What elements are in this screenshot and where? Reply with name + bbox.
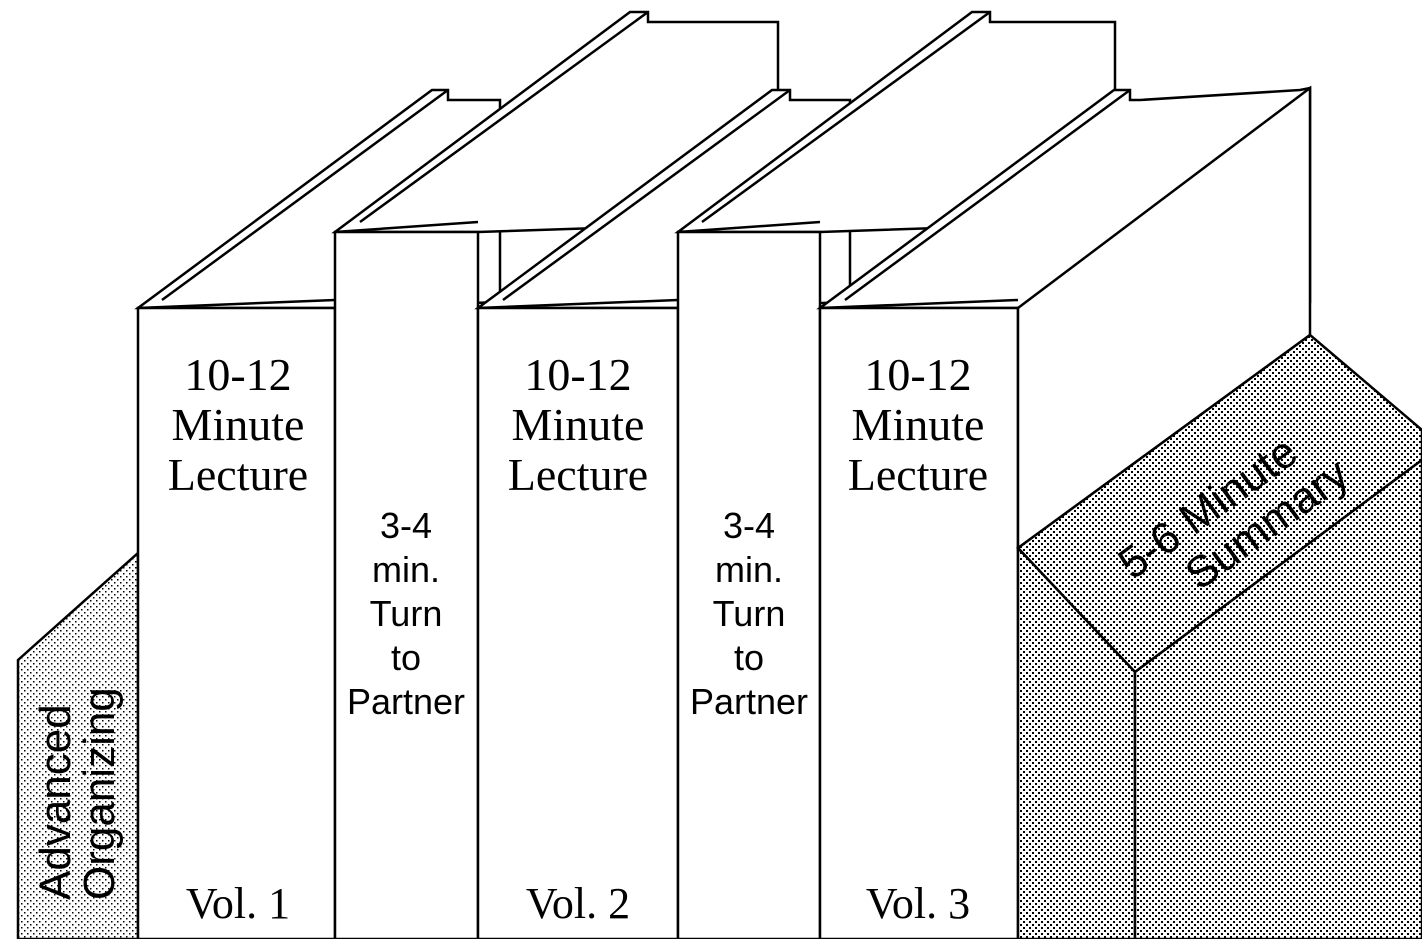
- partner-2-line-4: to: [734, 637, 764, 678]
- partner-1-line-3: Turn: [370, 593, 443, 634]
- book-3-line-1: 10-12: [864, 349, 971, 400]
- book-3-line-2: Minute: [852, 399, 985, 450]
- partner-1-line-5: Partner: [347, 681, 465, 722]
- book-1-line-3: Lecture: [168, 449, 308, 500]
- book-2-line-1: 10-12: [524, 349, 631, 400]
- partner-2-line-2: min.: [715, 549, 783, 590]
- left-bookend-line-2: Organizing: [75, 687, 124, 900]
- partner-2-line-5: Partner: [690, 681, 808, 722]
- book-1-line-2: Minute: [172, 399, 305, 450]
- partner-1-line-2: min.: [372, 549, 440, 590]
- left-bookend-line-1: Advanced: [31, 704, 80, 900]
- partner-2-line-1: 3-4: [723, 505, 775, 546]
- book-3-line-3: Lecture: [848, 449, 988, 500]
- book-2-volume: Vol. 2: [526, 879, 630, 928]
- partner-1-line-1: 3-4: [380, 505, 432, 546]
- right-bookend: [1016, 333, 1422, 939]
- book-2-line-3: Lecture: [508, 449, 648, 500]
- book-1-line-1: 10-12: [184, 349, 291, 400]
- partner-2-line-3: Turn: [713, 593, 786, 634]
- book-3-volume: Vol. 3: [866, 879, 970, 928]
- book-1-volume: Vol. 1: [186, 879, 290, 928]
- left-bookend-label: Advanced Organizing: [31, 687, 124, 900]
- left-bookend: [16, 550, 140, 939]
- book-2-line-2: Minute: [512, 399, 645, 450]
- partner-1-line-4: to: [391, 637, 421, 678]
- book-vol-3: [816, 85, 1312, 939]
